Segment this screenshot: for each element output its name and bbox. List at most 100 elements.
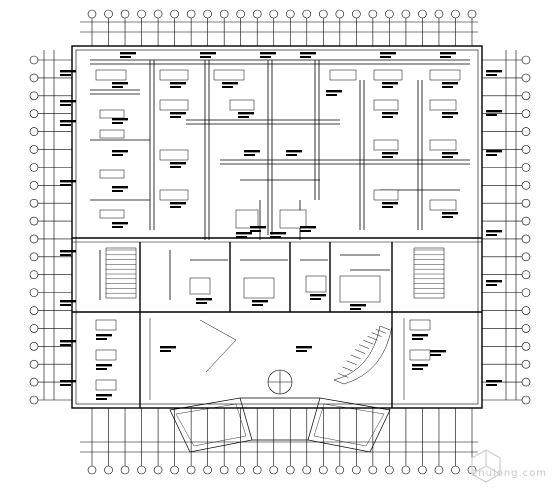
axis-marker: [368, 465, 378, 475]
axis-markers-bottom: [87, 408, 477, 475]
annotation-mark: [310, 294, 326, 297]
annotation-mark: [326, 90, 342, 93]
axis-marker: [252, 465, 262, 475]
equipment-unit: [243, 277, 275, 299]
axis-marker: [285, 465, 295, 475]
annotation-mark: [222, 82, 238, 85]
equipment-unit: [213, 69, 245, 81]
axis-marker: [467, 9, 477, 19]
axis-marker: [29, 55, 39, 65]
axis-marker: [29, 395, 39, 405]
axis-marker: [219, 9, 229, 19]
axis-marker: [521, 198, 531, 208]
watermark-logo: [471, 449, 501, 483]
annotation-mark: [440, 56, 451, 58]
equipment-unit: [429, 99, 457, 111]
equipment-unit: [189, 277, 211, 295]
lobby-lines: [149, 318, 405, 400]
equipment-unit: [159, 149, 189, 161]
axis-marker: [29, 73, 39, 83]
annotation-mark: [170, 206, 181, 208]
annotation-mark: [382, 202, 398, 205]
annotation-mark: [170, 166, 181, 168]
axis-marker: [29, 216, 39, 226]
equipment-unit: [373, 69, 403, 81]
axis-marker: [104, 465, 113, 475]
annotation-mark: [442, 156, 453, 158]
axis-marker: [385, 465, 394, 475]
annotation-mark: [442, 86, 453, 88]
annotation-mark: [286, 154, 297, 156]
equipment-unit: [95, 379, 117, 391]
annotation-mark: [244, 150, 260, 153]
equipment-unit: [373, 139, 399, 151]
annotation-mark: [60, 124, 71, 126]
hvac-equipment: [95, 69, 461, 391]
axis-marker: [236, 9, 245, 19]
axis-marker: [302, 9, 312, 19]
axis-marker: [418, 9, 427, 19]
annotation-mark: [430, 354, 441, 356]
annotation-mark: [380, 52, 396, 55]
annotation-mark: [170, 162, 186, 165]
annotation-mark: [112, 226, 123, 228]
equipment-unit: [373, 189, 399, 201]
annotation-mark: [442, 216, 453, 218]
annotation-mark: [60, 254, 71, 256]
annotation-mark: [60, 344, 71, 346]
axis-marker: [352, 9, 361, 19]
equipment-unit: [429, 69, 461, 81]
axis-marker: [521, 377, 531, 387]
axis-markers-top: [87, 9, 477, 46]
annotation-mark: [112, 86, 123, 88]
stair-tread: [363, 339, 374, 345]
stair-right: [413, 247, 445, 299]
annotation-mark: [486, 110, 502, 113]
axis-marker: [451, 9, 460, 19]
axis-marker: [521, 73, 531, 83]
axis-marker: [521, 216, 531, 226]
stair-tread: [354, 349, 366, 354]
annotation-mark: [60, 300, 76, 303]
annotation-mark: [238, 116, 249, 118]
axis-marker: [186, 9, 196, 19]
annotation-mark: [486, 150, 502, 153]
stair-tread: [350, 354, 361, 360]
axis-marker: [170, 9, 179, 19]
annotation-mark: [442, 212, 458, 215]
annotation-mark: [112, 154, 123, 156]
axis-marker: [401, 9, 411, 19]
annotation-mark: [430, 350, 446, 353]
stair-tread: [379, 325, 391, 331]
equipment-unit: [305, 275, 327, 293]
axis-marker: [87, 465, 97, 475]
annotation-mark: [382, 82, 398, 85]
annotation-mark: [382, 152, 398, 155]
revolving-door-icon: [267, 369, 293, 395]
stair-curve-inner: [343, 325, 393, 385]
annotation-mark: [60, 70, 76, 73]
annotation-mark: [442, 112, 458, 115]
axis-marker: [153, 465, 163, 475]
axis-marker: [335, 9, 345, 19]
annotation-mark: [382, 156, 393, 158]
equipment-unit: [99, 169, 125, 179]
annotation-mark: [60, 250, 76, 253]
axis-marker: [451, 465, 460, 475]
annotation-mark: [270, 232, 286, 235]
hvac-duct-network: [90, 59, 470, 300]
axis-marker: [29, 306, 39, 315]
annotation-mark: [60, 380, 76, 383]
stair-curve-outer: [333, 325, 381, 381]
annotation-mark: [260, 56, 271, 58]
axis-marker: [521, 109, 531, 118]
annotation-mark: [222, 86, 233, 88]
annotation-mark: [382, 116, 393, 118]
annotation-mark: [300, 56, 311, 58]
axis-marker: [29, 198, 39, 208]
equipment-unit: [409, 349, 431, 361]
axis-marker: [521, 91, 531, 101]
equipment-unit: [159, 189, 189, 201]
annotation-mark: [412, 338, 423, 340]
axis-marker: [87, 9, 97, 19]
